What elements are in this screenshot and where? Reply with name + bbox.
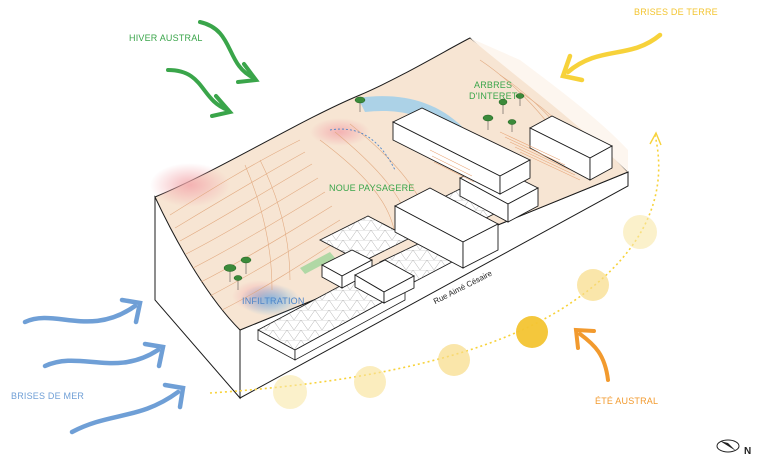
sun-disc-icon: [438, 344, 470, 376]
sun-disc-icon: [577, 269, 609, 301]
sun-path: [209, 134, 660, 394]
north-label: N: [744, 446, 752, 457]
tree-icon: [240, 256, 252, 274]
curved-arrow-icon: [565, 32, 663, 75]
pink-zone-mid: [310, 118, 370, 146]
tree-icon: [233, 275, 243, 290]
sun-disc-icon: [354, 366, 386, 398]
sun-disc-icon: [623, 215, 657, 249]
trees: [223, 93, 525, 290]
ete-austral-arrow: [573, 327, 610, 382]
brises-de-terre-arrow: [560, 32, 663, 83]
tree-icon: [515, 93, 525, 106]
noue-paysagere-label: NOUE PAYSAGERE: [329, 183, 415, 193]
tree-icon: [498, 98, 508, 114]
sun-disc-icon: [273, 375, 307, 409]
noue-path: [329, 128, 396, 171]
tree-icon: [354, 96, 366, 112]
ete-austral-label: ÉTÉ AUSTRAL: [595, 396, 659, 406]
north-compass-icon: [716, 439, 740, 453]
hiver-austral-arrows: [166, 20, 260, 118]
infiltration-label: INFILTRATION: [242, 296, 305, 306]
sun-path-arrowhead: [649, 131, 662, 146]
curved-arrow-icon: [166, 68, 230, 112]
brises-de-terre-label: BRISES DE TERRE: [634, 7, 718, 17]
brises-de-mer-label: BRISES DE MER: [11, 391, 85, 401]
tree-icon: [223, 264, 237, 282]
brises-de-mer-arrows: [22, 297, 186, 435]
curved-arrow-icon: [69, 389, 181, 435]
arbres-label-line1: ARBRES: [474, 80, 513, 90]
hiver-austral-label: HIVER AUSTRAL: [129, 33, 203, 43]
tree-icon: [482, 114, 494, 130]
curved-arrow-icon: [198, 20, 256, 80]
green-swale: [300, 252, 335, 274]
curved-arrow-icon: [22, 303, 138, 325]
curved-arrow-icon: [42, 347, 161, 369]
terrain-block: [154, 37, 629, 400]
sun-disc-icon: [516, 316, 548, 348]
arbres-label-line2: D'INTERET: [469, 91, 518, 101]
sun-discs: [273, 215, 657, 409]
water-flow: [358, 96, 470, 140]
tree-icon: [507, 119, 517, 132]
pink-zone-top: [150, 163, 230, 207]
curved-arrow-icon: [578, 332, 610, 382]
terraces: [429, 131, 581, 183]
